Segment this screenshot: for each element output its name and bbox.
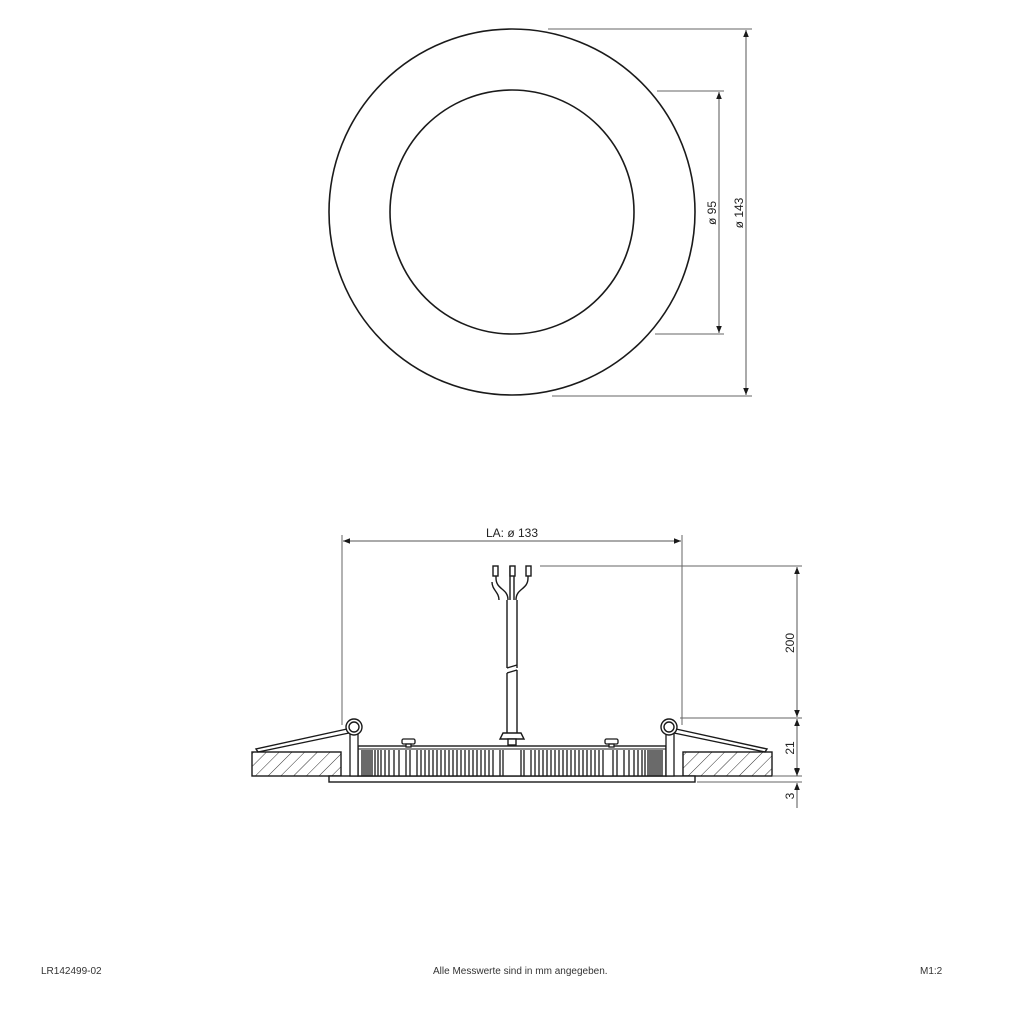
connection-cable	[491, 565, 532, 746]
ceiling-right-hatched	[682, 751, 773, 777]
ceiling-left-hatched	[251, 751, 342, 777]
right-spring-clip	[660, 718, 769, 753]
side-view: LA: ø 133	[251, 526, 802, 808]
right-spring-post	[665, 729, 675, 777]
top-view: ø 95 ø 143	[328, 28, 752, 397]
housing-screws	[401, 738, 619, 748]
recess-depth-label: 21	[783, 741, 797, 755]
left-spring-clip	[254, 718, 363, 753]
article-number: LR142499-02	[41, 966, 102, 977]
cooling-fins	[361, 750, 663, 776]
inner-opening-circle	[389, 89, 635, 335]
scale-label: M1:2	[920, 966, 943, 977]
measurement-note: Alle Messwerte sind in mm angegeben.	[433, 966, 608, 977]
cable-length-label: 200	[783, 633, 797, 653]
flange-thickness-label: 3	[783, 792, 797, 799]
outer-diameter-label: ø 143	[732, 197, 746, 228]
outer-ring-circle	[328, 28, 696, 396]
left-spring-post	[349, 729, 359, 777]
housing-body	[357, 745, 667, 777]
front-flange	[328, 775, 696, 783]
cutout-diameter-label: LA: ø 133	[486, 526, 538, 540]
inner-diameter-label: ø 95	[705, 201, 719, 225]
